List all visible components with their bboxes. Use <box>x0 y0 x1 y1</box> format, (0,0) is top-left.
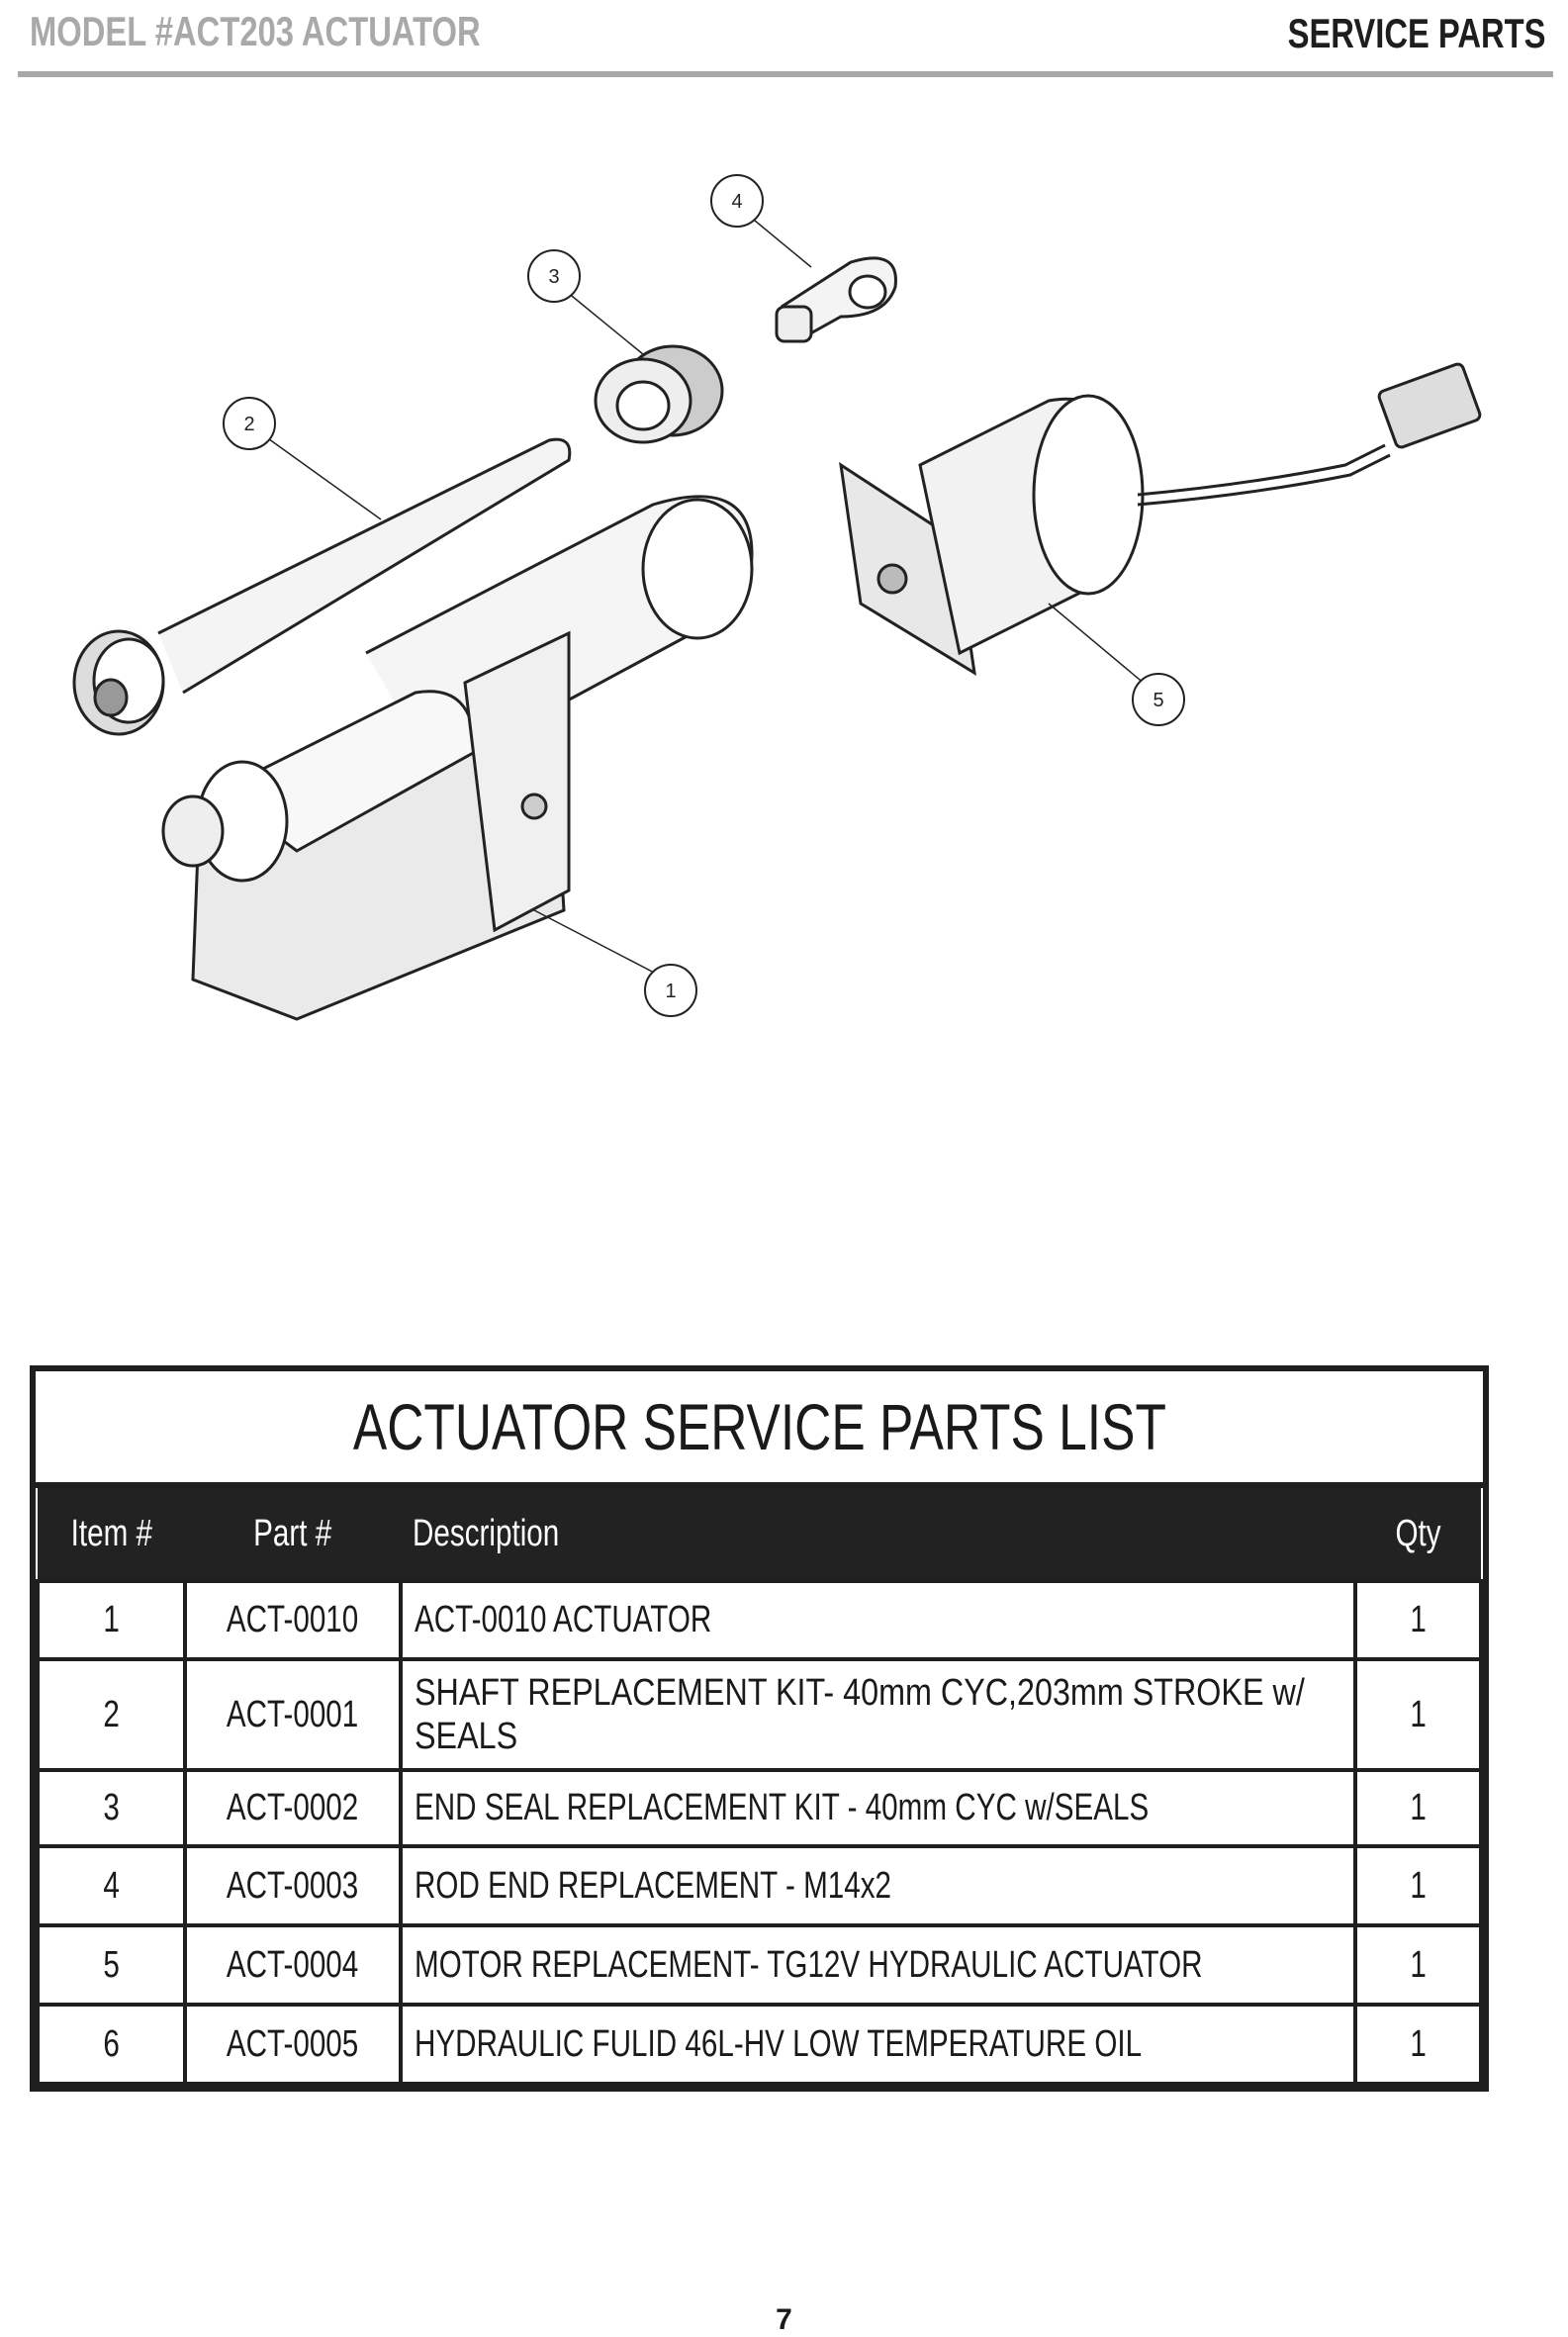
exploded-parts-diagram: 1 2 3 4 5 <box>72 174 1482 1021</box>
item-number: 4 <box>103 1864 120 1907</box>
part-number: ACT-0005 <box>227 2022 359 2065</box>
actuator-body-part <box>161 495 754 1021</box>
page-number: 7 <box>776 2303 792 2336</box>
callout-2: 2 <box>223 397 276 450</box>
table-row: 1 ACT-0010 ACT-0010 ACTUATOR 1 <box>36 1579 1483 1661</box>
motor-part <box>839 362 1482 676</box>
col-header-part: Part # <box>253 1512 332 1554</box>
table-title-box: ACTUATOR SERVICE PARTS LIST <box>36 1371 1483 1488</box>
part-number: ACT-0002 <box>227 1787 359 1828</box>
quantity: 1 <box>1410 2022 1427 2065</box>
part-number: ACT-0004 <box>227 1943 359 1986</box>
quantity: 1 <box>1410 1787 1427 1828</box>
table-row: 4 ACT-0003 ROD END REPLACEMENT - M14x2 1 <box>36 1844 1483 1927</box>
part-description: ACT-0010 ACTUATOR <box>415 1599 712 1640</box>
shaft-part <box>72 437 572 736</box>
callout-1: 1 <box>644 964 697 1017</box>
svg-text:3: 3 <box>548 266 559 288</box>
svg-text:4: 4 <box>731 191 742 213</box>
part-description: MOTOR REPLACEMENT- TG12V HYDRAULIC ACTUA… <box>415 1943 1203 1986</box>
parts-list-table: ACTUATOR SERVICE PARTS LIST Item # Part … <box>30 1365 1489 2092</box>
part-number: ACT-0001 <box>227 1693 359 1735</box>
item-number: 6 <box>103 2022 120 2065</box>
part-description: ROD END REPLACEMENT - M14x2 <box>415 1864 892 1907</box>
col-header-description: Description <box>413 1512 560 1554</box>
col-header-qty: Qty <box>1395 1512 1441 1554</box>
part-description: END SEAL REPLACEMENT KIT - 40mm CYC w/SE… <box>415 1787 1150 1828</box>
svg-text:2: 2 <box>243 414 254 435</box>
callout-4: 4 <box>710 174 764 228</box>
model-title: MODEL #ACT203 ACTUATOR <box>30 8 481 54</box>
table-row: 2 ACT-0001 SHAFT REPLACEMENT KIT- 40mm C… <box>36 1657 1483 1772</box>
svg-text:1: 1 <box>665 981 676 1002</box>
item-number: 3 <box>103 1787 120 1828</box>
table-title: ACTUATOR SERVICE PARTS LIST <box>352 1390 1166 1463</box>
table-row: 3 ACT-0002 END SEAL REPLACEMENT KIT - 40… <box>36 1768 1483 1848</box>
quantity: 1 <box>1410 1864 1427 1907</box>
callout-5: 5 <box>1132 673 1185 726</box>
section-title: SERVICE PARTS <box>1288 10 1546 56</box>
svg-text:5: 5 <box>1153 690 1163 711</box>
item-number: 5 <box>103 1943 120 1986</box>
header-divider <box>18 71 1553 77</box>
col-header-item: Item # <box>70 1512 152 1554</box>
item-number: 1 <box>103 1599 120 1640</box>
table-row: 5 ACT-0004 MOTOR REPLACEMENT- TG12V HYDR… <box>36 1923 1483 2007</box>
end-seal-part <box>594 344 724 444</box>
quantity: 1 <box>1410 1943 1427 1986</box>
callout-3: 3 <box>527 249 581 303</box>
part-number: ACT-0003 <box>227 1864 359 1907</box>
rod-end-part <box>775 256 897 343</box>
part-description: HYDRAULIC FULID 46L-HV LOW TEMPERATURE O… <box>415 2022 1143 2065</box>
quantity: 1 <box>1410 1693 1427 1735</box>
table-header-row: Item # Part # Description Qty <box>38 1488 1481 1581</box>
item-number: 2 <box>103 1693 120 1735</box>
part-description: SHAFT REPLACEMENT KIT- 40mm CYC,203mm ST… <box>415 1672 1305 1757</box>
quantity: 1 <box>1410 1599 1427 1640</box>
table-row: 6 ACT-0005 HYDRAULIC FULID 46L-HV LOW TE… <box>36 2003 1483 2086</box>
part-number: ACT-0010 <box>227 1599 359 1640</box>
